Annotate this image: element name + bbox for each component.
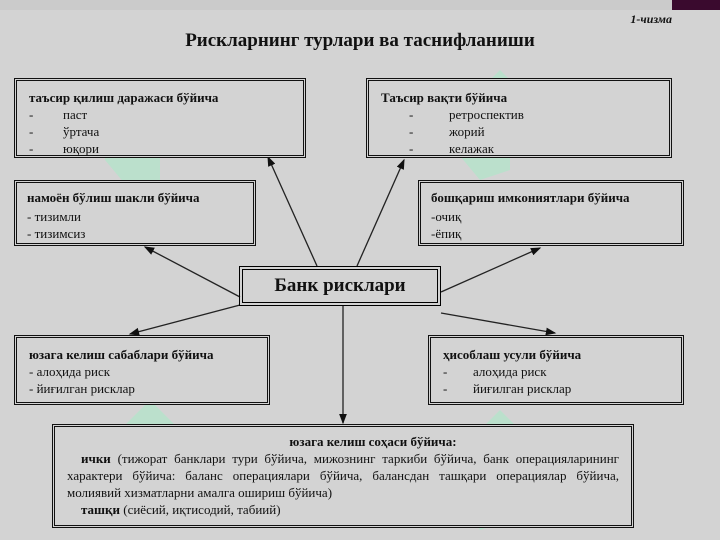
internal-paragraph: ички (тижорат банклари тури бўйича, мижо… <box>67 450 619 501</box>
corner-accent <box>672 0 720 10</box>
node-heading: бошқариш имкониятлари бўйича <box>431 190 630 205</box>
list-item: -ёпиқ <box>431 226 462 241</box>
list-item: - тизимсиз <box>27 226 86 241</box>
list-item: -очиқ <box>431 209 462 224</box>
arrow-to-manifestation-form <box>143 246 241 298</box>
center-node-bank-risks: Банк рисклари <box>239 266 441 306</box>
internal-text: (тижорат банклари тури бўйича, мижознинг… <box>67 451 619 500</box>
list-item: -юқори <box>29 141 99 156</box>
list-item: - тизимли <box>27 209 81 224</box>
list-item: -алоҳида риск <box>443 364 547 379</box>
node-heading: Таъсир вақти бўйича <box>381 90 508 105</box>
arrow-to-impact-level <box>267 155 318 267</box>
node-heading: юзага келиш соҳаси бўйича: <box>289 434 457 449</box>
external-text: (сиёсий, иқтисодий, табиий) <box>123 502 281 517</box>
list-item: -паст <box>29 107 88 122</box>
list-item: - алоҳида риск <box>29 364 111 379</box>
node-impact-level: таъсир қилиш даражаси бўйича -паст -ўрта… <box>14 78 306 158</box>
list-item: -келажак <box>409 141 495 156</box>
figure-label: 1-чизма <box>630 12 672 26</box>
node-origin-sphere: юзага келиш соҳаси бўйича: ички (тижорат… <box>52 424 634 528</box>
node-heading: таъсир қилиш даражаси бўйича <box>29 90 219 105</box>
node-origin-reasons: юзага келиш сабаблари бўйича - алоҳида р… <box>14 335 270 405</box>
top-strip <box>0 0 720 10</box>
node-impact-time: Таъсир вақти бўйича -ретроспектив -жорий… <box>366 78 672 158</box>
node-manifestation-form: намоён бўлиш шакли бўйича - тизимли - ти… <box>14 180 256 246</box>
list-item: - йиғилган рисклар <box>29 381 135 396</box>
list-item: -жорий <box>409 124 485 139</box>
node-heading: юзага келиш сабаблари бўйича <box>29 347 214 362</box>
arrow-to-origin-reasons <box>128 304 241 336</box>
arrow-to-impact-time <box>356 158 405 267</box>
node-heading: намоён бўлиш шакли бўйича <box>27 190 200 205</box>
node-heading: ҳисоблаш усули бўйича <box>443 347 582 362</box>
arrow-to-management-possibility <box>440 247 542 293</box>
internal-label: ички <box>81 451 111 466</box>
diagram-title: Рискларнинг турлари ва таснифланиши <box>185 30 535 51</box>
list-item: -ретроспектив <box>409 107 524 122</box>
external-paragraph: ташқи (сиёсий, иқтисодий, табиий) <box>67 501 619 518</box>
list-item: -ўртача <box>29 124 100 139</box>
arrow-to-calculation-method <box>440 312 557 336</box>
list-item: -йиғилган рисклар <box>443 381 572 396</box>
external-label: ташқи <box>81 502 120 517</box>
node-management-possibility: бошқариш имкониятлари бўйича -очиқ -ёпиқ <box>418 180 684 246</box>
node-calculation-method: ҳисоблаш усули бўйича -алоҳида риск -йиғ… <box>428 335 684 405</box>
